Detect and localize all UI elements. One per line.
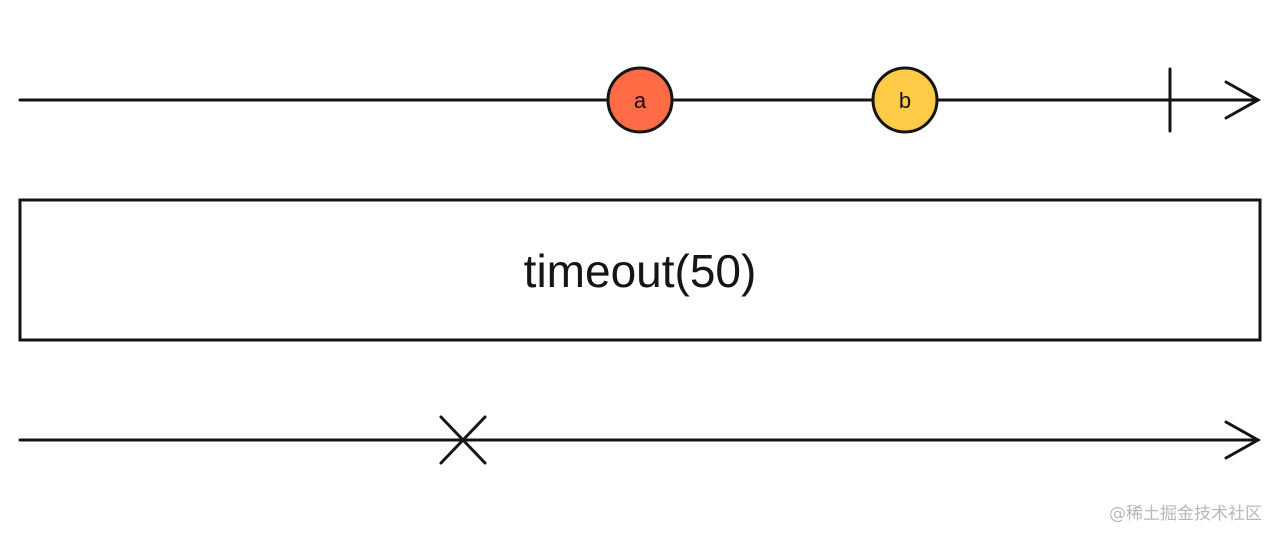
error-x-icon <box>439 415 487 465</box>
marble-a-circle <box>606 66 674 134</box>
marble-b: b <box>871 66 939 134</box>
output-arrow-head <box>1224 420 1262 460</box>
input-stream: a b <box>18 66 1262 134</box>
marble-a: a <box>606 66 674 134</box>
input-arrow-head <box>1224 80 1262 120</box>
watermark: @稀土掘金技术社区 <box>1109 504 1262 524</box>
operator-box: timeout(50) <box>18 198 1262 342</box>
marble-b-label: b <box>899 88 911 113</box>
marble-a-label: a <box>634 88 647 113</box>
operator-label: timeout(50) <box>524 245 757 297</box>
output-stream <box>18 415 1262 465</box>
operator-box-rect <box>18 198 1262 342</box>
marble-b-circle <box>871 66 939 134</box>
